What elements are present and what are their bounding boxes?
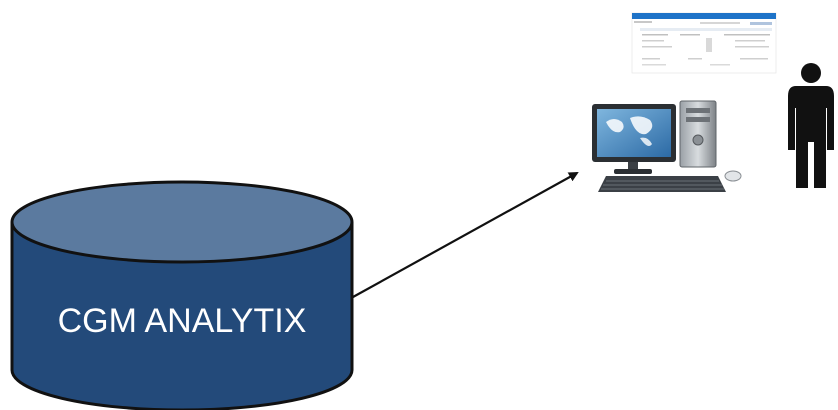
desktop-computer-icon	[592, 100, 742, 192]
person-icon	[788, 63, 834, 188]
database-cylinder: CGM ANALYTIX	[10, 180, 354, 410]
connection-arrow	[352, 172, 579, 298]
database-label: CGM ANALYTIX	[58, 302, 307, 340]
app-screenshot-icon	[631, 12, 777, 74]
